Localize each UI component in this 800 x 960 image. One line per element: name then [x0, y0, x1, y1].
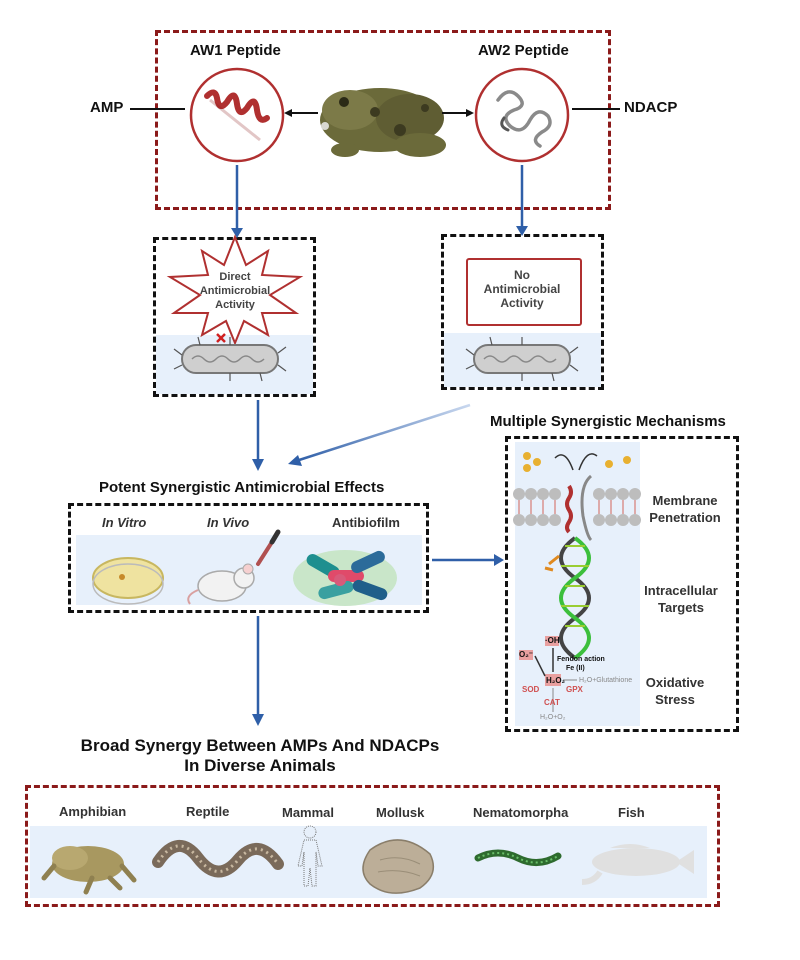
h2o-o2-label: H₂O+O₂: [540, 714, 566, 721]
mechanisms-title: Multiple Synergistic Mechanisms: [490, 413, 726, 430]
synergy-title: Potent Synergistic Antimicrobial Effects: [99, 479, 385, 496]
membrane-icon: [513, 452, 641, 542]
no-activity-box: [441, 234, 604, 390]
nematomorpha-icon: [474, 849, 562, 866]
membrane-line2: Penetration: [649, 510, 721, 525]
oxidative-diagram: [519, 636, 577, 712]
intracellular-line2: Targets: [658, 600, 704, 615]
synergy-graphics: [92, 529, 504, 726]
top-graphics: [130, 67, 620, 228]
petri-dish-icon: [92, 557, 164, 605]
bacterium-right-icon: [465, 336, 579, 382]
no-activity-label-box: [466, 258, 582, 326]
o2-label: O₂⁻: [519, 650, 533, 659]
glutathione-label: H₂O+Glutathione: [579, 677, 633, 684]
biofilm-icon: [293, 550, 397, 606]
reptile-icon: [152, 840, 284, 878]
animal-label-amphibian: Amphibian: [59, 804, 127, 819]
mouse-dropper-icon: [187, 529, 281, 605]
animal-label-reptile: Reptile: [186, 804, 230, 819]
aw1-helix-icon: [189, 67, 285, 163]
cat-label: CAT: [544, 698, 560, 707]
in-vitro-label: In Vitro: [102, 515, 147, 530]
animals-graphics: [41, 825, 694, 895]
bacterium-left-icon: [173, 336, 287, 382]
burst-icon: [166, 234, 304, 346]
amp-label: AMP: [90, 99, 124, 116]
mollusk-icon: [362, 839, 435, 894]
intracellular-line1: Intracellular: [644, 583, 718, 598]
animal-label-mollusk: Mollusk: [376, 805, 425, 820]
mechanisms-band: [515, 442, 640, 726]
oh-label: ·OH: [545, 636, 560, 645]
oxidative-line1: Oxidative: [645, 675, 705, 690]
oxidative-line2: Stress: [655, 692, 695, 707]
aw2-peptide-label: AW2 Peptide: [478, 42, 569, 59]
mechanisms-graphics: [513, 452, 641, 712]
peptide-source-box: [155, 30, 611, 210]
middle-graphics: [166, 226, 579, 471]
membrane-line1: Membrane: [652, 493, 718, 508]
h2o2-label: H₂O₂: [546, 676, 566, 685]
in-vivo-label: In Vivo: [207, 515, 250, 530]
amphibian-icon: [41, 846, 137, 895]
broad-title-line2: In Diverse Animals: [184, 756, 336, 775]
frog-icon: [320, 88, 446, 157]
animal-label-nematomorpha: Nematomorpha: [473, 805, 569, 820]
fenton-line2: Fe (II): [566, 665, 585, 672]
broad-title-line1: Broad Synergy Between AMPs And NDACPs: [80, 736, 440, 755]
no-activity-line1: No: [514, 268, 530, 282]
aw2-random-coil-icon: [474, 67, 570, 163]
synergy-box: [68, 503, 429, 613]
burst-line3: Activity: [215, 299, 255, 311]
antibiofilm-label: Antibiofilm: [332, 515, 400, 530]
animal-label-fish: Fish: [618, 805, 645, 820]
animals-box: [25, 785, 720, 907]
damage-mark-icon: [216, 333, 226, 343]
mammal-icon: [297, 825, 323, 887]
no-activity-line3: Activity: [500, 296, 544, 310]
sod-label: SOD: [522, 685, 540, 694]
aw1-peptide-label: AW1 Peptide: [190, 42, 281, 59]
burst-line1: Direct: [219, 271, 251, 283]
ndacp-label: NDACP: [624, 99, 678, 116]
mechanisms-box: [505, 436, 739, 732]
no-activity-line2: Antimicrobial: [483, 282, 561, 296]
fenton-line1: Fendon action: [557, 656, 605, 663]
burst-line2: Antimicrobial: [199, 285, 271, 297]
animal-label-mammal: Mammal: [282, 805, 335, 820]
dna-icon: [544, 536, 591, 660]
gpx-label: GPX: [566, 685, 583, 694]
fish-icon: [581, 844, 694, 885]
